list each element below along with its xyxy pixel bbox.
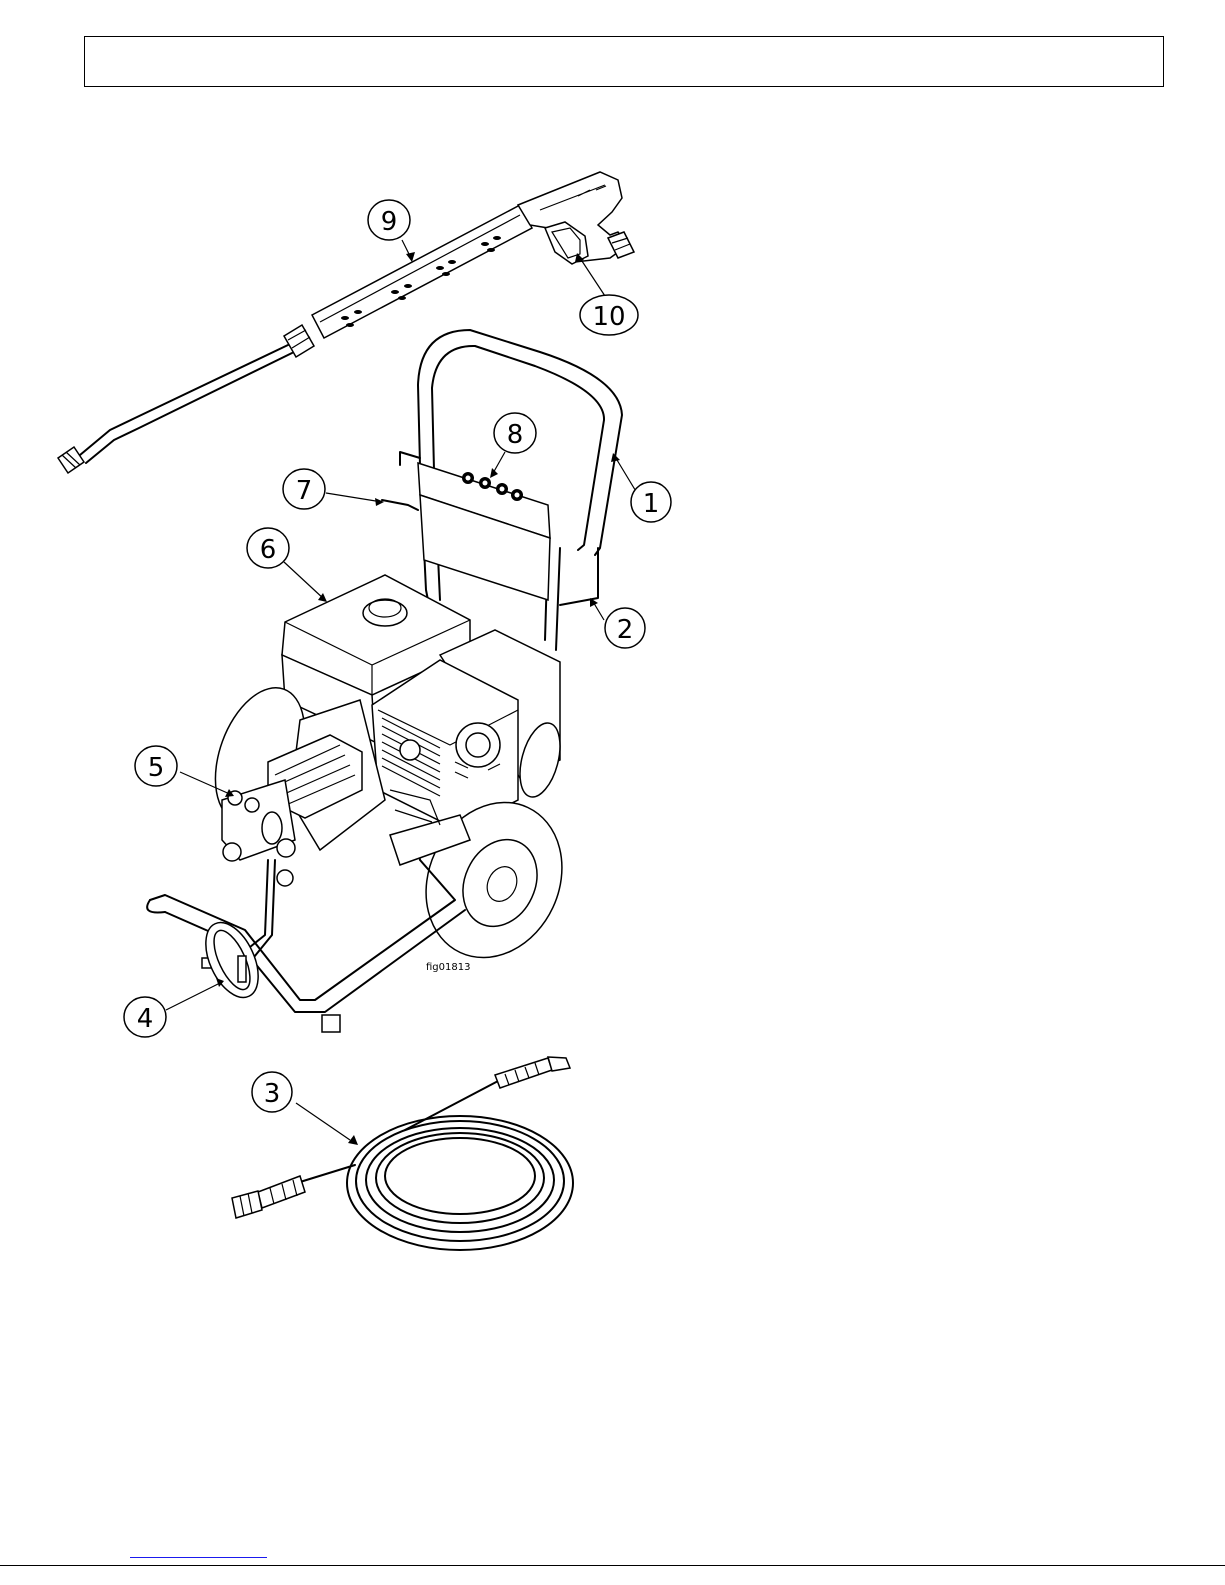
callout-6-label: 6: [260, 535, 277, 565]
callout-2: 2: [605, 608, 645, 648]
callout-7: 7: [283, 469, 325, 509]
callout-2-label: 2: [617, 615, 634, 645]
callout-6: 6: [247, 528, 289, 568]
callout-3: 3: [252, 1072, 292, 1112]
callout-7-label: 7: [296, 476, 313, 506]
callout-8-label: 8: [507, 420, 524, 450]
callout-8: 8: [494, 413, 536, 453]
callout-9-label: 9: [381, 207, 398, 237]
callout-4: 4: [124, 997, 166, 1037]
callout-1: 1: [631, 482, 671, 522]
callout-9: 9: [368, 200, 410, 240]
callout-1-label: 1: [643, 489, 660, 519]
figure-id-label: fig01813: [426, 962, 470, 973]
pressure-washer-drawing: fig01813: [147, 330, 622, 1032]
callout-5-label: 5: [148, 753, 165, 783]
footer-link-underline[interactable]: [130, 1557, 267, 1558]
callout-10-label: 10: [592, 302, 625, 332]
footer-rule: [0, 1565, 1225, 1566]
callout-10: 10: [580, 295, 638, 335]
callout-5: 5: [135, 746, 177, 786]
callout-4-label: 4: [137, 1004, 154, 1034]
spray-gun-drawing: [58, 172, 634, 473]
callout-3-label: 3: [264, 1079, 281, 1109]
